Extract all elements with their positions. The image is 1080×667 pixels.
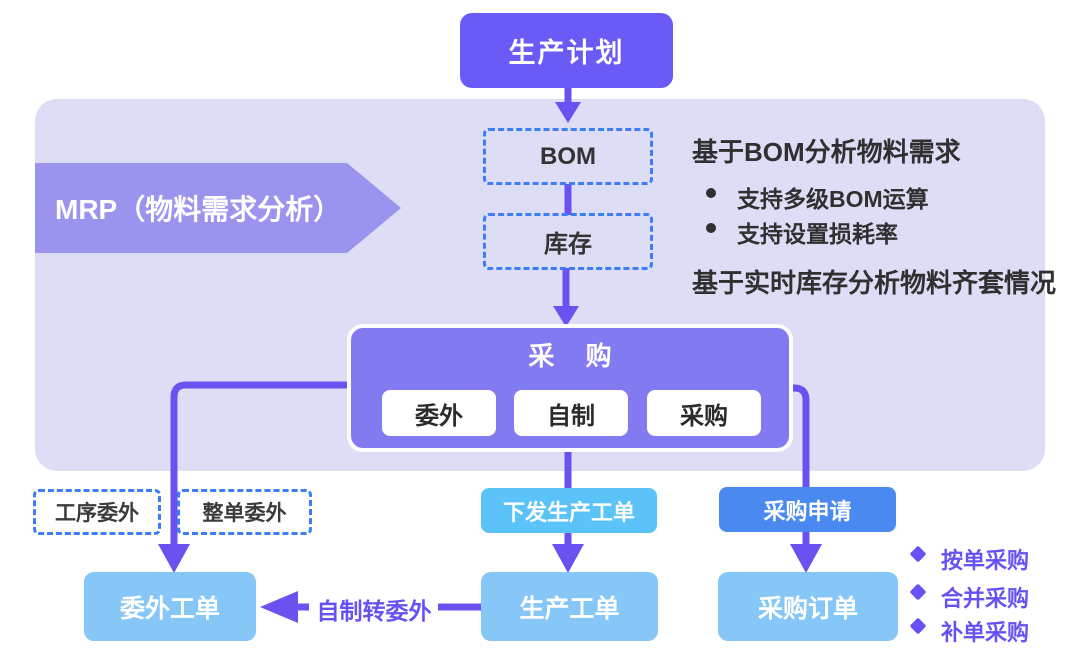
procurement-title: 采 购 — [528, 341, 624, 371]
edge-label-make-to-outsource: 自制转委外 — [316, 598, 432, 624]
purchase-mode-item-3: 补单采购 — [941, 620, 1030, 645]
node-production-plan: 生产计划 — [460, 13, 673, 88]
mrp-banner: MRP（物料需求分析） — [35, 163, 401, 253]
purchase-mode-item-2: 合并采购 — [941, 586, 1030, 611]
node-process-outsourcing: 工序委外 — [33, 489, 161, 535]
note-bom-bullet-1: 支持多级BOM运算 — [737, 186, 929, 212]
node-inventory: 库存 — [483, 213, 653, 270]
note-bom-heading: 基于BOM分析物料需求 — [692, 137, 961, 167]
node-purchase-request: 采购申请 — [719, 487, 896, 532]
node-issue-work-order: 下发生产工单 — [481, 488, 657, 533]
procurement-mode-purchase: 采购 — [647, 390, 761, 436]
bullet-dot-icon — [706, 223, 716, 233]
node-outsourcing-order: 委外工单 — [84, 572, 256, 641]
node-purchase-order: 采购订单 — [718, 572, 898, 641]
note-bom-bullet-2: 支持设置损耗率 — [737, 221, 898, 247]
node-production-order: 生产工单 — [481, 572, 658, 641]
procurement-mode-make: 自制 — [514, 390, 628, 436]
purchase-mode-item-1: 按单采购 — [941, 548, 1030, 573]
bullet-dot-icon — [706, 188, 716, 198]
node-bom: BOM — [483, 128, 653, 185]
node-procurement-hub: 采 购 委外 自制 采购 — [347, 324, 793, 452]
procurement-mode-outsource: 委外 — [382, 390, 496, 436]
node-whole-order-outsourcing: 整单委外 — [177, 489, 312, 535]
mrp-banner-label: MRP（物料需求分析） — [55, 194, 342, 225]
note-inventory-heading: 基于实时库存分析物料齐套情况 — [692, 268, 1057, 298]
